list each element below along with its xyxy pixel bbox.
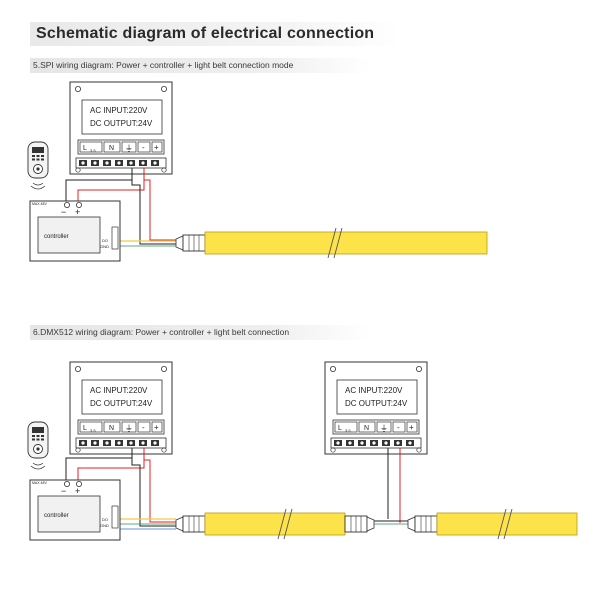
- controller-label: controller: [44, 234, 69, 240]
- terminal-gnd-label: ⏚: [125, 144, 133, 153]
- controller-pin-gnd: GND: [100, 244, 109, 249]
- psu2-terminal-minus: -: [397, 423, 400, 432]
- psu1-output-label: DC OUTPUT:24V: [90, 399, 153, 408]
- power-supply-2: AC INPUT:220V DC OUTPUT:24V L 3.5 N ⏚ - …: [324, 361, 428, 455]
- terminal-minus-label: -: [142, 143, 145, 152]
- controller-2: MAX 48V − + controller DO GND: [29, 479, 121, 541]
- page-title: Schematic diagram of electrical connecti…: [36, 25, 375, 42]
- section-bar-spi: [30, 58, 370, 73]
- controller2-tiny-label: MAX 48V: [32, 481, 47, 485]
- strip2-input-connector: [407, 515, 438, 533]
- terminal-plus-label: +: [154, 143, 159, 152]
- controller-tiny-label: MAX 48V: [32, 202, 47, 206]
- psu-input-label: AC INPUT:220V: [90, 106, 148, 115]
- psu2-input-label: AC INPUT:220V: [345, 386, 403, 395]
- psu2-output-label: DC OUTPUT:24V: [345, 399, 408, 408]
- controller: MAX 48V − + controller DO GND: [29, 200, 121, 262]
- power-supply: AC INPUT:220V DC OUTPUT:24V L 3.5 N ⏚ - …: [69, 81, 173, 175]
- psu2-terminal-plus: +: [409, 423, 414, 432]
- psu2-terminal-n: N: [364, 425, 369, 432]
- psu2-terminal-gnd: ⏚: [380, 424, 388, 433]
- section-heading-spi: 5.SPI wiring diagram: Power + controller…: [33, 60, 294, 70]
- psu1-terminal-l: L: [83, 425, 87, 432]
- terminal-l-label: L: [83, 145, 87, 152]
- psu1-terminal-gnd: ⏚: [125, 424, 133, 433]
- strip-break-mark: [327, 227, 343, 259]
- controller2-pin-do: DO: [102, 517, 108, 522]
- power-supply-1: AC INPUT:220V DC OUTPUT:24V L 3.5 N ⏚ - …: [69, 361, 173, 455]
- dmx-diagram: AC INPUT:220V DC OUTPUT:24V L 3.5 N ⏚ - …: [27, 361, 578, 541]
- led-strip-2: [436, 512, 578, 536]
- psu2-terminal-l: L: [338, 425, 342, 432]
- strip2-break-mark: [497, 508, 513, 540]
- led-strip-connector: [175, 234, 206, 252]
- title-bar: [30, 22, 400, 46]
- terminal-n-label: N: [109, 145, 114, 152]
- psu1-terminal-n: N: [109, 425, 114, 432]
- strip1-break-mark: [277, 508, 293, 540]
- controller-plus-label: +: [75, 207, 80, 217]
- strip1-input-connector: [175, 515, 206, 533]
- terminal-small-label: 3.5: [90, 148, 96, 153]
- psu-output-label: DC OUTPUT:24V: [90, 119, 153, 128]
- controller2-pin-gnd: GND: [100, 523, 109, 528]
- psu2-terminal-small: 3.5: [345, 428, 351, 433]
- spi-diagram: AC INPUT:220V DC OUTPUT:24V L 3.5 N ⏚ - …: [27, 81, 488, 262]
- controller2-plus-label: +: [75, 486, 80, 496]
- section-bar-dmx: [30, 325, 370, 340]
- psu1-input-label: AC INPUT:220V: [90, 386, 148, 395]
- controller-pin-do: DO: [102, 238, 108, 243]
- led-strip-1: [204, 512, 346, 536]
- section-heading-dmx: 6.DMX512 wiring diagram: Power + control…: [33, 327, 290, 337]
- controller2-minus-label: −: [61, 486, 66, 496]
- led-strip: [204, 231, 488, 255]
- controller2-label: controller: [44, 513, 69, 519]
- strip1-output-connector: [344, 515, 375, 533]
- psu1-terminal-small: 3.5: [90, 428, 96, 433]
- controller-minus-label: −: [61, 207, 66, 217]
- psu1-terminal-minus: -: [142, 423, 145, 432]
- psu1-terminal-plus: +: [154, 423, 159, 432]
- remote-control-icon: [27, 141, 49, 190]
- remote-control-icon-2: [27, 421, 49, 470]
